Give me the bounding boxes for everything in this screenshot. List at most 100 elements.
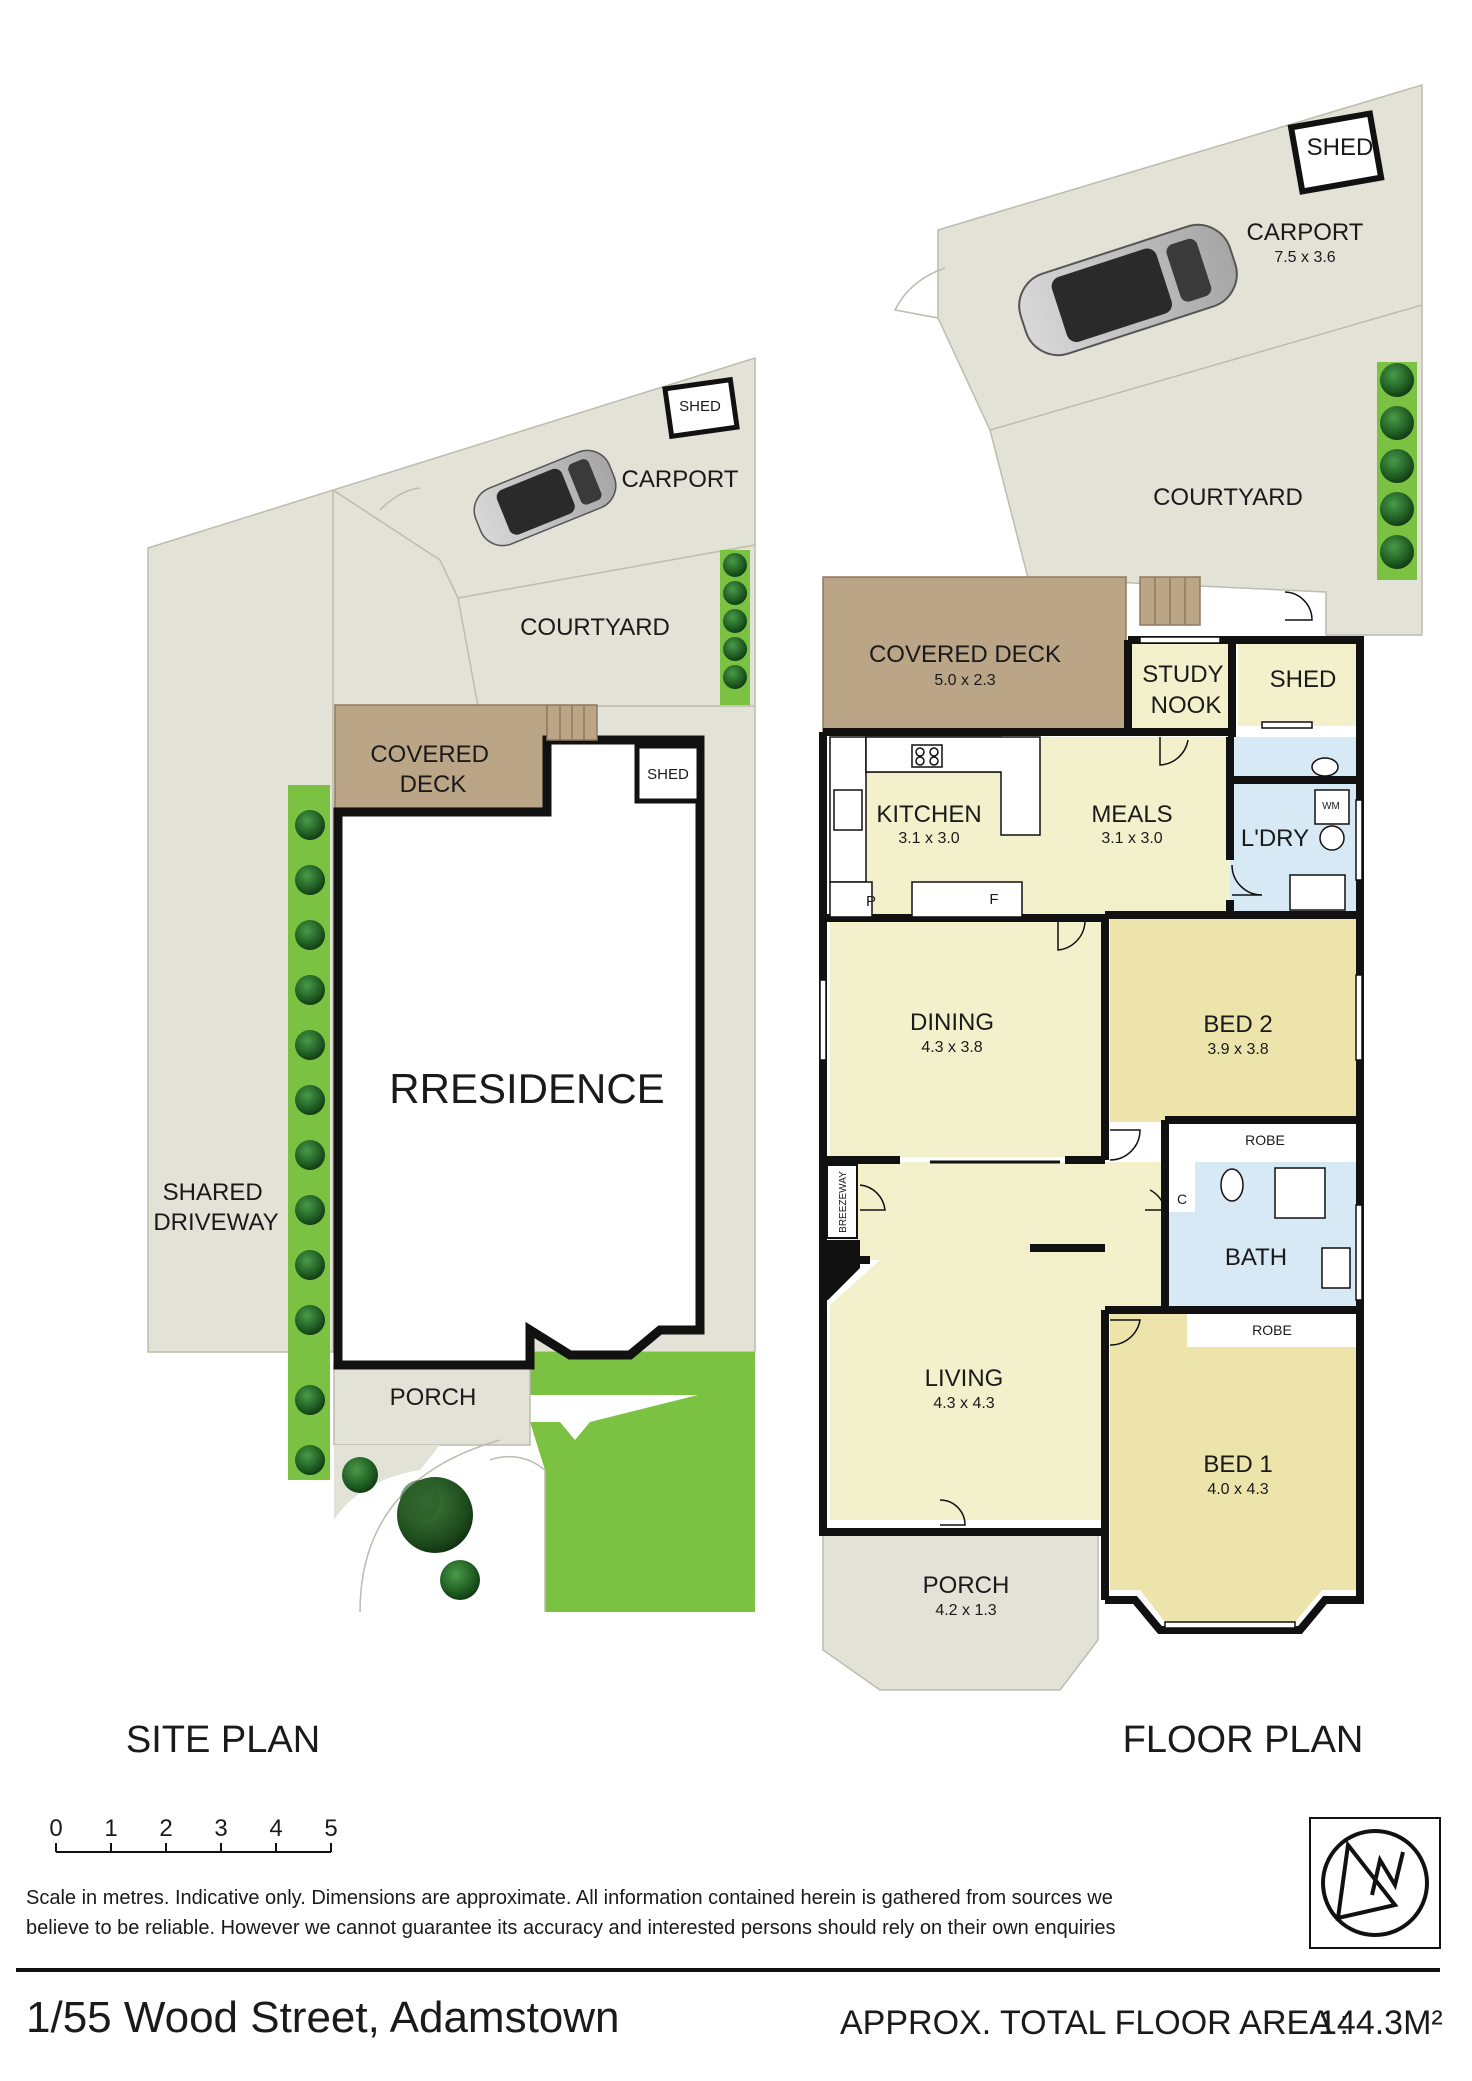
site-deck-label: COVERED DECK [370, 741, 495, 798]
fp-dining-dim: 4.3 x 3.8 [921, 1039, 982, 1056]
site-deck-line1: COVERED [370, 741, 489, 768]
fp-windows [819, 636, 1363, 1629]
fp-bed2 [1110, 917, 1356, 1122]
shared-driveway-label: SHARED DRIVEWAY [153, 1179, 278, 1236]
fp-doors [859, 591, 1313, 1526]
fp-courtyard-boundary [989, 304, 1423, 431]
fp-breezeway-label: BREEZEWAY [838, 1171, 849, 1233]
fp-kitchen-benches [829, 736, 1041, 918]
fp-bed1 [1110, 1312, 1356, 1622]
fp-breezeway-box [826, 1164, 858, 1239]
fp-breezeway-wedge [823, 1240, 860, 1300]
fp-bed2-dim: 3.9 x 3.8 [1207, 1041, 1268, 1058]
fp-gate-arc [893, 267, 946, 319]
shrub-icon [295, 553, 747, 1600]
floor-area-value: 144.3M² [1318, 2004, 1443, 2042]
fp-study-label: STUDY NOOK [1142, 661, 1230, 719]
fp-covered-deck [822, 576, 1127, 733]
fp-living-dim: 4.3 x 4.3 [933, 1395, 994, 1412]
north-compass-icon [1309, 1817, 1441, 1949]
site-shed-label: SHED [679, 398, 721, 415]
scale-bar [55, 1843, 332, 1853]
site-courtyard-label: COURTYARD [520, 614, 670, 641]
site-shed2-label: SHED [647, 766, 689, 783]
scale-tick-5: 5 [324, 1815, 337, 1842]
fp-bed1-dim: 4.0 x 4.3 [1207, 1481, 1268, 1498]
fp-living [830, 1260, 1105, 1520]
fp-cupboard-label: C [1177, 1191, 1187, 1207]
front-lawn [530, 1352, 755, 1395]
site-carport-label: CARPORT [622, 466, 739, 493]
fp-wm-label: WM [1322, 801, 1340, 812]
fp-shed-label: SHED [1270, 666, 1337, 693]
path-edge-2 [489, 1455, 546, 1612]
fp-pantry-label: P [866, 893, 876, 910]
fp-deck-steps [1139, 576, 1201, 626]
fp-dining [830, 922, 1105, 1157]
fp-study-nook [1132, 640, 1228, 734]
scale-tick-4: 4 [269, 1815, 282, 1842]
disclaimer-line-2: believe to be reliable. However we canno… [26, 1917, 1116, 1939]
fp-cupboard [1165, 1162, 1195, 1212]
car-icon [1018, 223, 1238, 357]
fp-shed-top [1287, 110, 1385, 195]
hedge-strip [288, 785, 330, 1480]
fp-courtyard-label: COURTYARD [1153, 484, 1303, 511]
fp-meals-dim: 3.1 x 3.0 [1101, 830, 1162, 847]
fp-carport-lot [937, 83, 1423, 636]
fp-bath-fittings [1220, 757, 1351, 1289]
floor-plan-title: FLOOR PLAN [1123, 1719, 1364, 1761]
fp-robe2 [1187, 1312, 1356, 1347]
carport-path [332, 489, 459, 599]
fp-bed1-label: BED 1 [1203, 1451, 1272, 1478]
path-edge [359, 1439, 501, 1613]
fp-fridge-label: F [989, 891, 998, 908]
fp-kitchen-dim: 3.1 x 3.0 [898, 830, 959, 847]
site-shed-top [662, 376, 740, 440]
fp-bed2-label: BED 2 [1203, 1011, 1272, 1038]
fp-deck-label: COVERED DECK [869, 641, 1061, 668]
driveway-line1: SHARED [163, 1179, 263, 1206]
fp-hall [830, 1162, 1165, 1307]
fp-study-line1: STUDY [1142, 661, 1223, 688]
site-deck-line2: DECK [400, 771, 467, 798]
scale-tick-1: 1 [104, 1815, 117, 1842]
site-porch [333, 1364, 531, 1446]
carport-boundary [457, 544, 756, 599]
site-plan-title: SITE PLAN [126, 1719, 320, 1761]
fp-dining-label: DINING [910, 1009, 994, 1036]
tree-icon [397, 1477, 473, 1553]
residence-footprint [333, 735, 705, 1370]
fp-shed [1238, 640, 1356, 726]
fp-robe1-label: ROBE [1245, 1132, 1285, 1148]
fp-deck-dim: 5.0 x 2.3 [934, 672, 995, 689]
fp-carport-dim: 7.5 x 3.6 [1274, 249, 1335, 266]
residence-label: RRESIDENCE [389, 1065, 664, 1112]
fp-carport-label: CARPORT [1247, 219, 1364, 246]
deck-steps [546, 704, 598, 741]
fp-porch-dim: 4.2 x 1.3 [935, 1602, 996, 1619]
scale-tick-0: 0 [49, 1815, 62, 1842]
driveway-line2: DRIVEWAY [153, 1209, 278, 1236]
site-plan [147, 356, 756, 1613]
fp-study-line2: NOOK [1151, 692, 1222, 719]
site-shed [634, 743, 702, 804]
fp-robe2-label: ROBE [1252, 1322, 1292, 1338]
floor-area-label: APPROX. TOTAL FLOOR AREA : [840, 2004, 1349, 2042]
fp-living-label: LIVING [925, 1365, 1004, 1392]
fp-kitchen-label: KITCHEN [876, 801, 981, 828]
scale-tick-2: 2 [159, 1815, 172, 1842]
floor-plan [819, 83, 1423, 1691]
scale-tick-3: 3 [214, 1815, 227, 1842]
fp-porch-label: PORCH [923, 1572, 1010, 1599]
property-address: 1/55 Wood Street, Adamstown [26, 1993, 620, 2042]
fp-robe1 [1170, 1122, 1356, 1157]
site-porch-label: PORCH [390, 1384, 477, 1411]
fp-laundry-label: L'DRY [1241, 825, 1309, 852]
gate-arc [379, 487, 421, 511]
fp-meals-label: MEALS [1091, 801, 1172, 828]
fp-shed-top-label: SHED [1307, 134, 1374, 161]
fp-bath-label: BATH [1225, 1244, 1287, 1271]
disclaimer-line-1: Scale in metres. Indicative only. Dimens… [26, 1887, 1113, 1909]
